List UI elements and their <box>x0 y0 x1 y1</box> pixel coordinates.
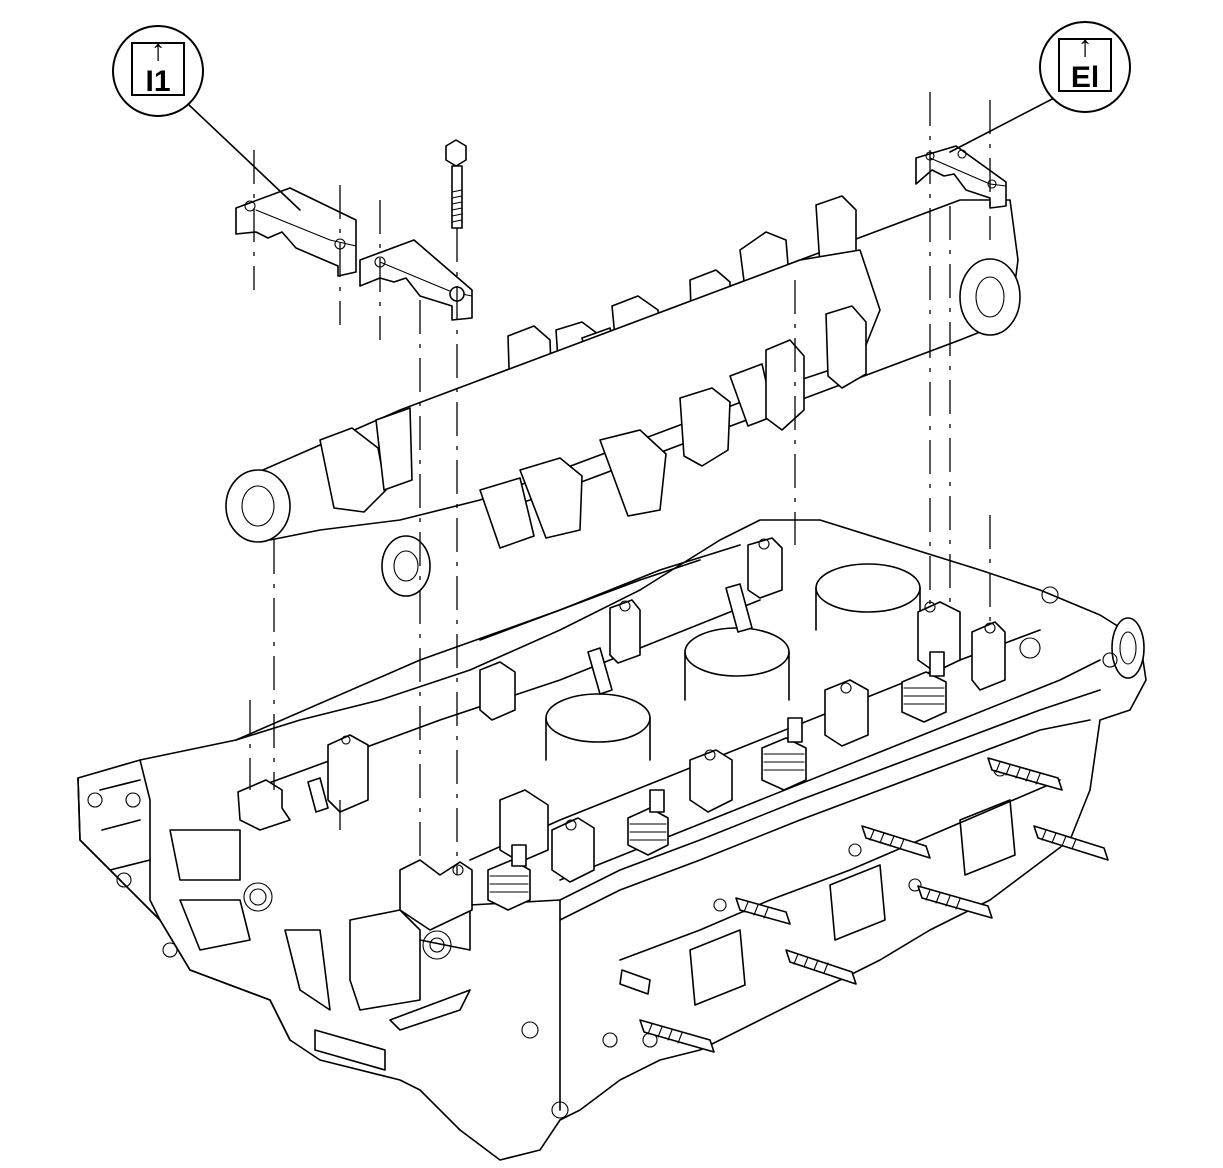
intake-leader-line <box>187 103 301 211</box>
intake-callout-label: I1 <box>145 65 170 98</box>
valve-spring <box>627 789 669 856</box>
stud <box>1033 825 1109 861</box>
head-deck <box>235 544 1101 881</box>
stud <box>987 757 1063 791</box>
exhaust-leader-line <box>949 95 1059 153</box>
exhaust-studs <box>619 757 1109 1053</box>
stud <box>735 897 791 925</box>
intake-bearing-cap-1 <box>235 187 357 277</box>
intake-camshaft <box>225 249 881 597</box>
up-arrow-icon: ↑ <box>151 34 166 67</box>
valve-spring <box>487 844 531 911</box>
cylinder-head <box>77 519 1147 1161</box>
stud <box>917 885 993 919</box>
stud <box>785 949 857 985</box>
exhaust-callout: ↑ El <box>1039 21 1131 113</box>
intake-callout: ↑ I1 <box>112 25 204 117</box>
valve-springs <box>307 583 947 911</box>
alignment-lines <box>249 92 991 875</box>
intake-bearing-cap-2 <box>359 239 473 321</box>
valve-spring <box>761 717 807 791</box>
stud <box>861 825 931 859</box>
up-arrow-icon: ↑ <box>1078 30 1093 63</box>
bearing-cap-bolt <box>445 139 467 229</box>
valve-spring <box>901 651 947 723</box>
stud <box>639 1019 715 1053</box>
bearing-saddles <box>237 537 1006 931</box>
exhaust-callout-label: El <box>1071 61 1099 94</box>
